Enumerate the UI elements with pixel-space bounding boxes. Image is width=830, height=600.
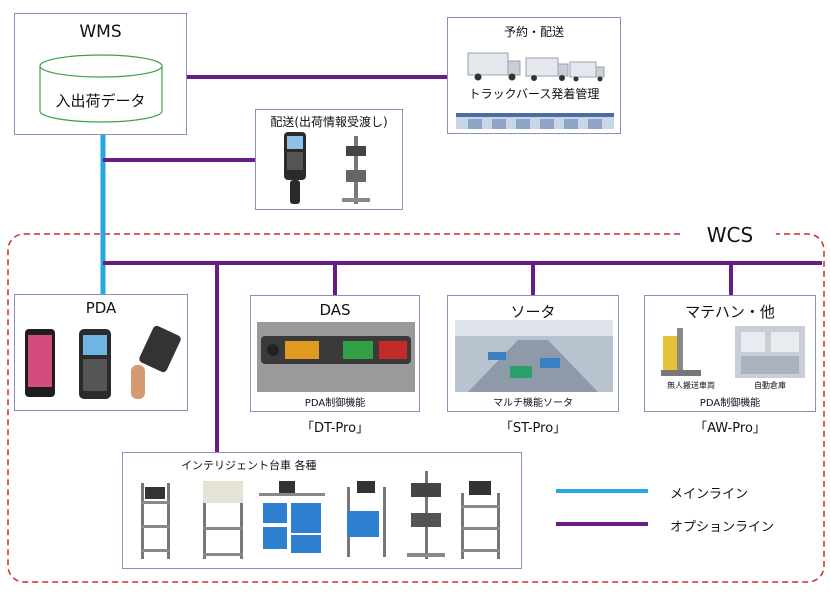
matehan-warehouse-label: 自動倉庫 xyxy=(754,381,786,390)
cart-5-icon xyxy=(407,471,445,559)
pda-box: PDA xyxy=(14,294,188,411)
truck-icons xyxy=(456,52,614,129)
sorter-caption: マルチ機能ソータ xyxy=(493,398,573,409)
agv-and-warehouse-icon xyxy=(661,326,805,378)
shipping-info-box: 配送(出荷情報受渡し) xyxy=(255,109,403,210)
sorter-conveyor-icon xyxy=(455,320,613,392)
matehan-box: マテハン・他 無人搬送車両 自動倉庫 PDA制御機能 xyxy=(644,295,816,412)
das-box: DAS PDA制御機能 xyxy=(250,295,420,412)
cart-2-icon xyxy=(203,481,243,559)
delivery-caption: トラックバース発着管理 xyxy=(468,87,600,101)
pda-title: PDA xyxy=(85,299,117,317)
matehan-title: マテハン・他 xyxy=(685,303,775,321)
cart-6-icon xyxy=(461,481,500,559)
cart-icons xyxy=(141,471,500,559)
cart-4-icon xyxy=(347,481,386,557)
matehan-product-name: 「AW-Pro」 xyxy=(694,421,766,436)
carts-title: インテリジェント台車 各種 xyxy=(181,459,317,472)
handheld-and-cart-icons xyxy=(284,132,370,204)
sorter-title: ソータ xyxy=(510,303,556,321)
wms-title: WMS xyxy=(79,22,122,42)
matehan-agv-label: 無人搬送車両 xyxy=(667,381,715,390)
matehan-caption: PDA制御機能 xyxy=(699,398,761,409)
wms-box: WMS 入出荷データ xyxy=(14,13,187,135)
delivery-title: 予約・配送 xyxy=(503,25,564,39)
das-display-icon xyxy=(257,322,415,392)
cart-3-icon xyxy=(259,481,325,553)
das-product-name: 「DT-Pro」 xyxy=(300,421,370,436)
wcs-label: WCS xyxy=(684,223,776,247)
database-icon xyxy=(39,54,163,123)
carts-box: インテリジェント台車 各種 xyxy=(122,452,522,569)
pda-devices-icon xyxy=(25,325,181,399)
sorter-box: ソータ マルチ機能ソータ xyxy=(447,295,619,412)
das-title: DAS xyxy=(319,301,351,319)
legend-option-line-label: オプションライン xyxy=(670,520,775,535)
cart-1-icon xyxy=(141,483,170,559)
delivery-box: 予約・配送 トラックバース発着管理 xyxy=(447,17,621,134)
legend-main-line-label: メインライン xyxy=(670,487,749,502)
sorter-product-name: 「ST-Pro」 xyxy=(499,421,567,436)
das-caption: PDA制御機能 xyxy=(304,398,366,409)
wcs-boundary xyxy=(7,233,825,583)
wms-db-label: 入出荷データ xyxy=(55,92,146,110)
shipping-info-title: 配送(出荷情報受渡し) xyxy=(270,115,388,129)
